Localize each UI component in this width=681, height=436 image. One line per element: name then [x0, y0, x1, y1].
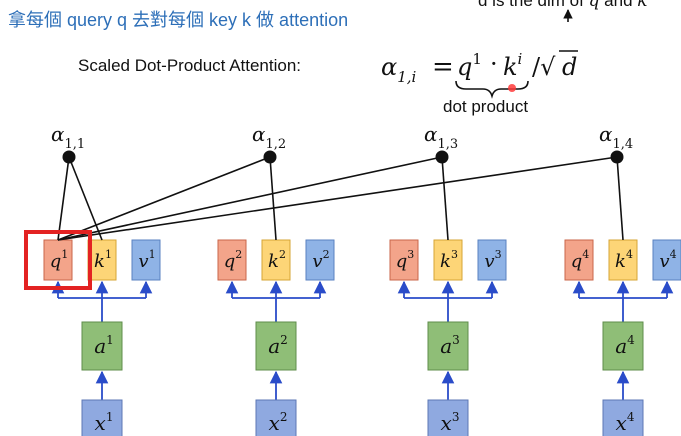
col4-value-box — [652, 239, 681, 281]
col2-value-box — [305, 239, 335, 281]
col4-key-to-alpha-line — [616, 156, 624, 241]
col1-x-box — [81, 399, 123, 436]
col4-x-label: x4 — [616, 410, 635, 435]
col3-alpha-label: α1,3 — [424, 122, 458, 152]
col3-value-box — [477, 239, 507, 281]
col4-query-box — [564, 239, 594, 281]
q1-to-alpha-line-4 — [57, 156, 618, 241]
col4-x-box — [602, 399, 644, 436]
col3-x-box — [427, 399, 469, 436]
col2-query-box — [217, 239, 247, 281]
col3-key-label: k3 — [440, 248, 458, 272]
dot-product-label: dot product — [443, 97, 529, 116]
formula-div-sqrt: /√ — [532, 53, 556, 81]
col3-query-label: q3 — [396, 248, 415, 272]
col2-key-box — [261, 239, 291, 281]
col1-x-label: x1 — [95, 410, 114, 435]
formula-q-sup: 1 — [472, 50, 482, 68]
col2-query-label: q2 — [224, 248, 243, 272]
col3-value-label: v3 — [484, 248, 501, 272]
q1-highlight-frame — [24, 230, 92, 290]
col4-value-label: v4 — [659, 248, 676, 272]
col3-key-to-alpha-line — [441, 156, 449, 241]
col1-value-box — [131, 239, 161, 281]
col3-a-label: a3 — [440, 333, 460, 358]
q1-to-alpha-line-3 — [57, 156, 443, 241]
formula: α1,i = q1 · ki /√ d — [381, 50, 578, 99]
dimension-note: d is the dim of q and k — [478, 0, 648, 11]
col4-query-label: q4 — [571, 248, 590, 272]
formula-lhs-sub: 1,i — [397, 68, 416, 86]
col1-key-label: k1 — [94, 248, 112, 272]
col4-a-box — [602, 321, 644, 371]
note-var-q: q — [588, 0, 600, 11]
note-var-k: k — [637, 0, 648, 11]
q1-to-alpha-line-2 — [57, 156, 271, 241]
col4-key-label: k4 — [615, 248, 633, 272]
col2-value-label: v2 — [312, 248, 329, 272]
slide-title: 拿每個 query q 去對每個 key k 做 attention — [8, 10, 349, 30]
q1-to-alpha-line-1 — [57, 156, 70, 241]
note-prefix: d is the dim of — [478, 0, 589, 10]
col3-key-box — [433, 239, 463, 281]
formula-lhs: α1,i — [381, 53, 417, 86]
underbrace — [455, 80, 529, 99]
col1-query-label: q1 — [50, 248, 69, 272]
col1-a-label: a1 — [94, 333, 114, 358]
formula-equals: = — [432, 52, 454, 82]
cursor-dot — [508, 84, 516, 92]
formula-k: ki — [503, 50, 523, 81]
col3-query-box — [389, 239, 419, 281]
col1-value-label: v1 — [138, 248, 155, 272]
col2-a-label: a2 — [268, 333, 288, 358]
formula-q: q1 — [457, 50, 482, 81]
col1-a-box — [81, 321, 123, 371]
col3-a-box — [427, 321, 469, 371]
formula-label: Scaled Dot-Product Attention: — [78, 56, 302, 75]
col4-a-label: a4 — [615, 333, 635, 358]
col4-alpha-label: α1,4 — [599, 122, 633, 152]
col2-x-label: x2 — [269, 410, 288, 435]
col2-x-box — [255, 399, 297, 436]
col3-x-label: x3 — [441, 410, 460, 435]
col2-key-to-alpha-line — [269, 156, 277, 241]
col2-a-box — [255, 321, 297, 371]
formula-d: d — [562, 53, 577, 81]
formula-dot: · — [490, 50, 498, 78]
col2-key-label: k2 — [268, 248, 286, 272]
note-mid: and — [599, 0, 638, 10]
columns-group: q1 k1 v1 a1 x1 α1,1 q2 k2 v2 a2 x2 α1,2 q3 k3 v3 a3 x3 α1… — [24, 122, 681, 436]
formula-k-sup: i — [518, 50, 523, 68]
col1-key-to-alpha-line — [68, 156, 103, 241]
col1-alpha-label: α1,1 — [51, 122, 85, 152]
col2-alpha-label: α1,2 — [252, 122, 286, 152]
